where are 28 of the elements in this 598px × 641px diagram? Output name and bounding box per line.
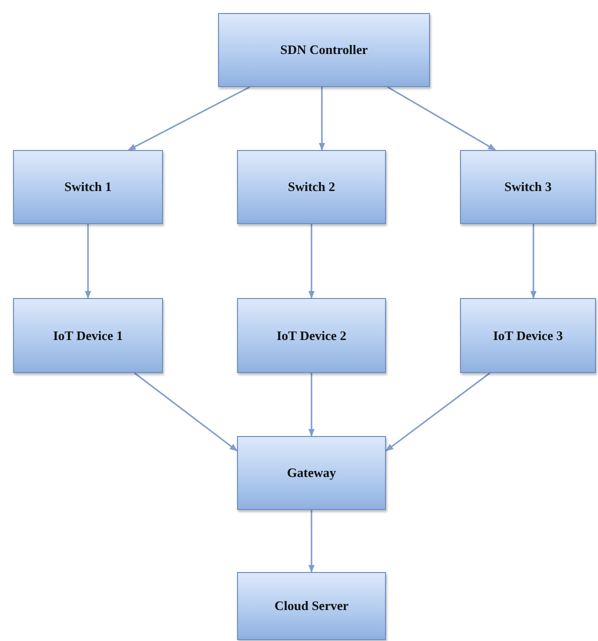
arrow <box>318 87 326 151</box>
process-box <box>13 150 163 224</box>
arrow <box>530 224 537 299</box>
process-box <box>237 572 386 640</box>
arrow <box>385 372 490 452</box>
arrow <box>308 373 315 437</box>
arrow <box>308 224 315 299</box>
arrow <box>128 86 250 151</box>
process-box <box>237 150 386 224</box>
process-box <box>237 298 386 373</box>
box-label: Switch 3 <box>504 179 552 195</box>
arrow <box>387 86 496 151</box>
box-label: IoT Device 1 <box>53 328 123 344</box>
box-label: Cloud Server <box>274 598 349 614</box>
arrow <box>84 224 92 299</box>
box-label: Gateway <box>286 465 336 481</box>
process-box <box>237 436 386 510</box>
box-label: IoT Device 2 <box>276 328 346 344</box>
process-box <box>13 298 163 373</box>
box-label: IoT Device 3 <box>493 328 563 344</box>
process-box <box>460 150 596 224</box>
box-label: SDN Controller <box>280 42 368 58</box>
process-box <box>460 298 596 373</box>
box-label: Switch 1 <box>64 179 112 195</box>
process-box <box>218 13 430 87</box>
arrow <box>134 372 238 452</box>
box-label: Switch 2 <box>288 179 336 195</box>
arrow <box>308 510 315 573</box>
